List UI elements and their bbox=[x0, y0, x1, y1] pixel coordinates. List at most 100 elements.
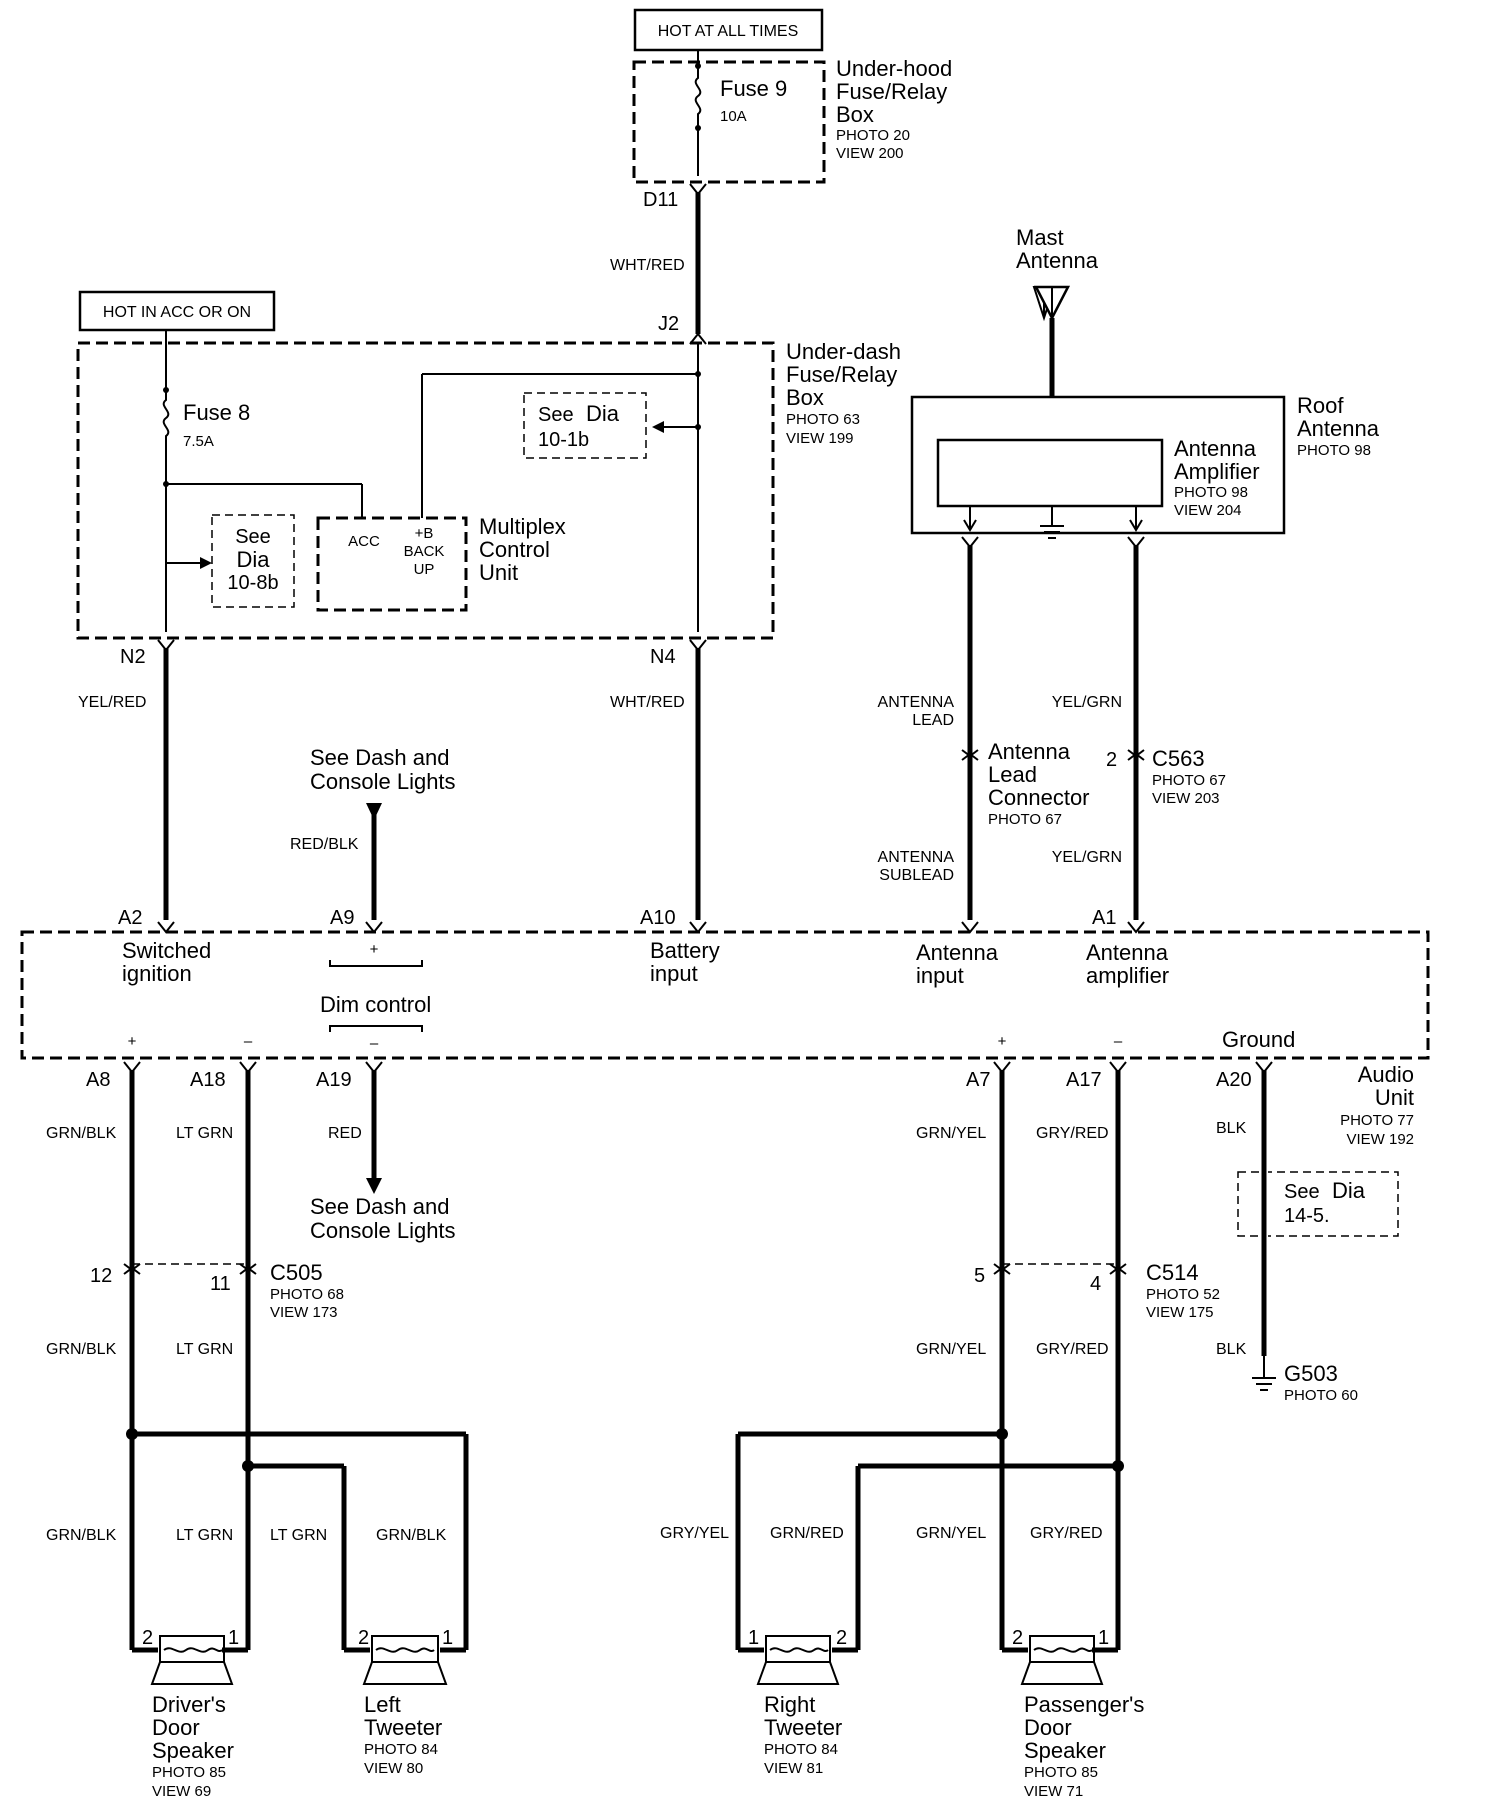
see-dia-a-1: See bbox=[235, 526, 271, 548]
wire-label-grn-red: GRN/RED bbox=[770, 1525, 844, 1542]
underhood-title-2: Fuse/Relay bbox=[836, 79, 947, 104]
a17-minus: – bbox=[1114, 1033, 1123, 1050]
underhood-title-3: Box bbox=[836, 102, 874, 127]
hot-in-acc-box bbox=[78, 290, 276, 332]
wire-label-wht-red-upper: WHT/RED bbox=[610, 257, 685, 274]
roof-antenna-2: Antenna bbox=[1297, 416, 1380, 441]
dim-control-label: Dim control bbox=[320, 992, 431, 1017]
hot-in-acc-label: HOT IN ACC OR ON bbox=[103, 304, 251, 321]
pin-a18: A18 bbox=[190, 1069, 226, 1091]
c514-pin-5-icon bbox=[993, 1263, 1011, 1275]
mast-antenna-1: Mast bbox=[1016, 225, 1064, 250]
drivers-pin-1: 1 bbox=[228, 1627, 239, 1649]
wire-label-blk-2: BLK bbox=[1216, 1341, 1247, 1358]
roof-antenna-1: Roof bbox=[1297, 393, 1344, 418]
battery-input-1: Battery bbox=[650, 938, 720, 963]
see-dia-b-2: Dia bbox=[586, 401, 620, 426]
pass-view: VIEW 71 bbox=[1024, 1783, 1083, 1800]
antenna-lead-1: ANTENNA bbox=[878, 694, 955, 711]
see-dia-10-8b-box bbox=[211, 514, 295, 608]
wire-label-lt-grn-1: LT GRN bbox=[176, 1125, 233, 1142]
c514-pin-4: 4 bbox=[1090, 1273, 1101, 1295]
c514-label: C514 bbox=[1146, 1260, 1199, 1285]
right-tw-photo: PHOTO 84 bbox=[764, 1741, 838, 1758]
c514-pin-5: 5 bbox=[974, 1265, 985, 1287]
dash-lights-bottom-2: Console Lights bbox=[310, 1218, 456, 1243]
drivers-pin-2: 2 bbox=[142, 1627, 153, 1649]
pass-title-1: Passenger's bbox=[1024, 1692, 1144, 1717]
roof-antenna-photo: PHOTO 98 bbox=[1297, 442, 1371, 459]
see-dia-b-1: See bbox=[538, 404, 574, 426]
left-tw-pin-2: 2 bbox=[358, 1627, 369, 1649]
switched-ignition-1: Switched bbox=[122, 938, 211, 963]
audio-unit-box bbox=[20, 930, 1430, 1060]
see-dia-a-3: 10-8b bbox=[227, 572, 278, 594]
wire-label-lt-grn-3: LT GRN bbox=[176, 1527, 233, 1544]
a8-plus: + bbox=[128, 1033, 137, 1050]
hot-at-all-times-box bbox=[633, 8, 824, 52]
battery-input-2: input bbox=[650, 961, 698, 986]
pin-a19: A19 bbox=[316, 1069, 352, 1091]
c505-pin-11-icon bbox=[239, 1263, 257, 1275]
left-tweeter-icon bbox=[362, 1635, 448, 1685]
wire-label-blk-1: BLK bbox=[1216, 1120, 1247, 1137]
ground-label: Ground bbox=[1222, 1027, 1295, 1052]
c505-pin-12: 12 bbox=[90, 1265, 112, 1287]
terminal-d11: D11 bbox=[643, 189, 678, 211]
pin-a2: A2 bbox=[118, 907, 142, 929]
antenna-input-2: input bbox=[916, 963, 964, 988]
underhood-photo: PHOTO 20 bbox=[836, 127, 910, 144]
pin-a17: A17 bbox=[1066, 1069, 1102, 1091]
right-tw-pin-1: 1 bbox=[748, 1627, 759, 1649]
audio-unit-title-1: Audio bbox=[1358, 1062, 1414, 1087]
g503-photo: PHOTO 60 bbox=[1284, 1387, 1358, 1404]
wire-label-grn-yel-1: GRN/YEL bbox=[916, 1125, 986, 1142]
passengers-door-speaker-icon bbox=[1020, 1635, 1104, 1685]
mcu-title-1: Multiplex bbox=[479, 514, 566, 539]
wire-label-gry-yel: GRY/YEL bbox=[660, 1525, 729, 1542]
wire-label-grn-blk-4: GRN/BLK bbox=[376, 1527, 447, 1544]
see-dia-a-2: Dia bbox=[236, 547, 270, 572]
pin-a10: A10 bbox=[640, 907, 676, 929]
fuse-9-rating: 10A bbox=[720, 108, 747, 125]
drivers-photo: PHOTO 85 bbox=[152, 1764, 226, 1781]
c563-label: C563 bbox=[1152, 746, 1205, 771]
mcu-title-3: Unit bbox=[479, 560, 518, 585]
see-dia-14-5-2: Dia bbox=[1332, 1178, 1366, 1203]
dash-lights-top-1: See Dash and bbox=[310, 745, 449, 770]
antenna-input-1: Antenna bbox=[916, 940, 999, 965]
dash-lights-bottom-1: See Dash and bbox=[310, 1194, 449, 1219]
see-dia-14-5-3: 14-5. bbox=[1284, 1205, 1330, 1227]
right-tw-title-2: Tweeter bbox=[764, 1715, 842, 1740]
c505-photo: PHOTO 68 bbox=[270, 1286, 344, 1303]
c514-pin-4-icon bbox=[1109, 1263, 1127, 1275]
terminal-n4: N4 bbox=[650, 646, 676, 668]
c563-connector-icon bbox=[1127, 749, 1145, 761]
wire-label-red: RED bbox=[328, 1125, 362, 1142]
wire-label-grn-yel-3: GRN/YEL bbox=[916, 1525, 986, 1542]
mcu-acc: ACC bbox=[348, 533, 380, 550]
ground-icon bbox=[1040, 525, 1064, 539]
pin-a7: A7 bbox=[966, 1069, 990, 1091]
antenna-sublead-1: ANTENNA bbox=[878, 849, 955, 866]
dash-lights-top-2: Console Lights bbox=[310, 769, 456, 794]
terminal-j2: J2 bbox=[658, 313, 679, 335]
wire-label-lt-grn-4: LT GRN bbox=[270, 1527, 327, 1544]
drivers-view: VIEW 69 bbox=[152, 1783, 211, 1800]
arrow-right-icon bbox=[200, 557, 212, 569]
mcu-b-2: BACK bbox=[404, 543, 445, 560]
wire-label-gry-red-1: GRY/RED bbox=[1036, 1125, 1109, 1142]
see-dia-14-5-1: See bbox=[1284, 1181, 1320, 1203]
arrow-down-dash-icon bbox=[366, 1178, 382, 1194]
c505-label: C505 bbox=[270, 1260, 323, 1285]
right-tw-pin-2: 2 bbox=[836, 1627, 847, 1649]
left-tw-photo: PHOTO 84 bbox=[364, 1741, 438, 1758]
pass-pin-1: 1 bbox=[1098, 1627, 1109, 1649]
pin-a9: A9 bbox=[330, 907, 354, 929]
wire-label-gry-red-2: GRY/RED bbox=[1036, 1341, 1109, 1358]
see-dia-10-1b-box bbox=[523, 392, 647, 459]
antenna-lead-connector-icon bbox=[961, 749, 979, 761]
amp-photo: PHOTO 98 bbox=[1174, 484, 1248, 501]
pin-a8: A8 bbox=[86, 1069, 110, 1091]
